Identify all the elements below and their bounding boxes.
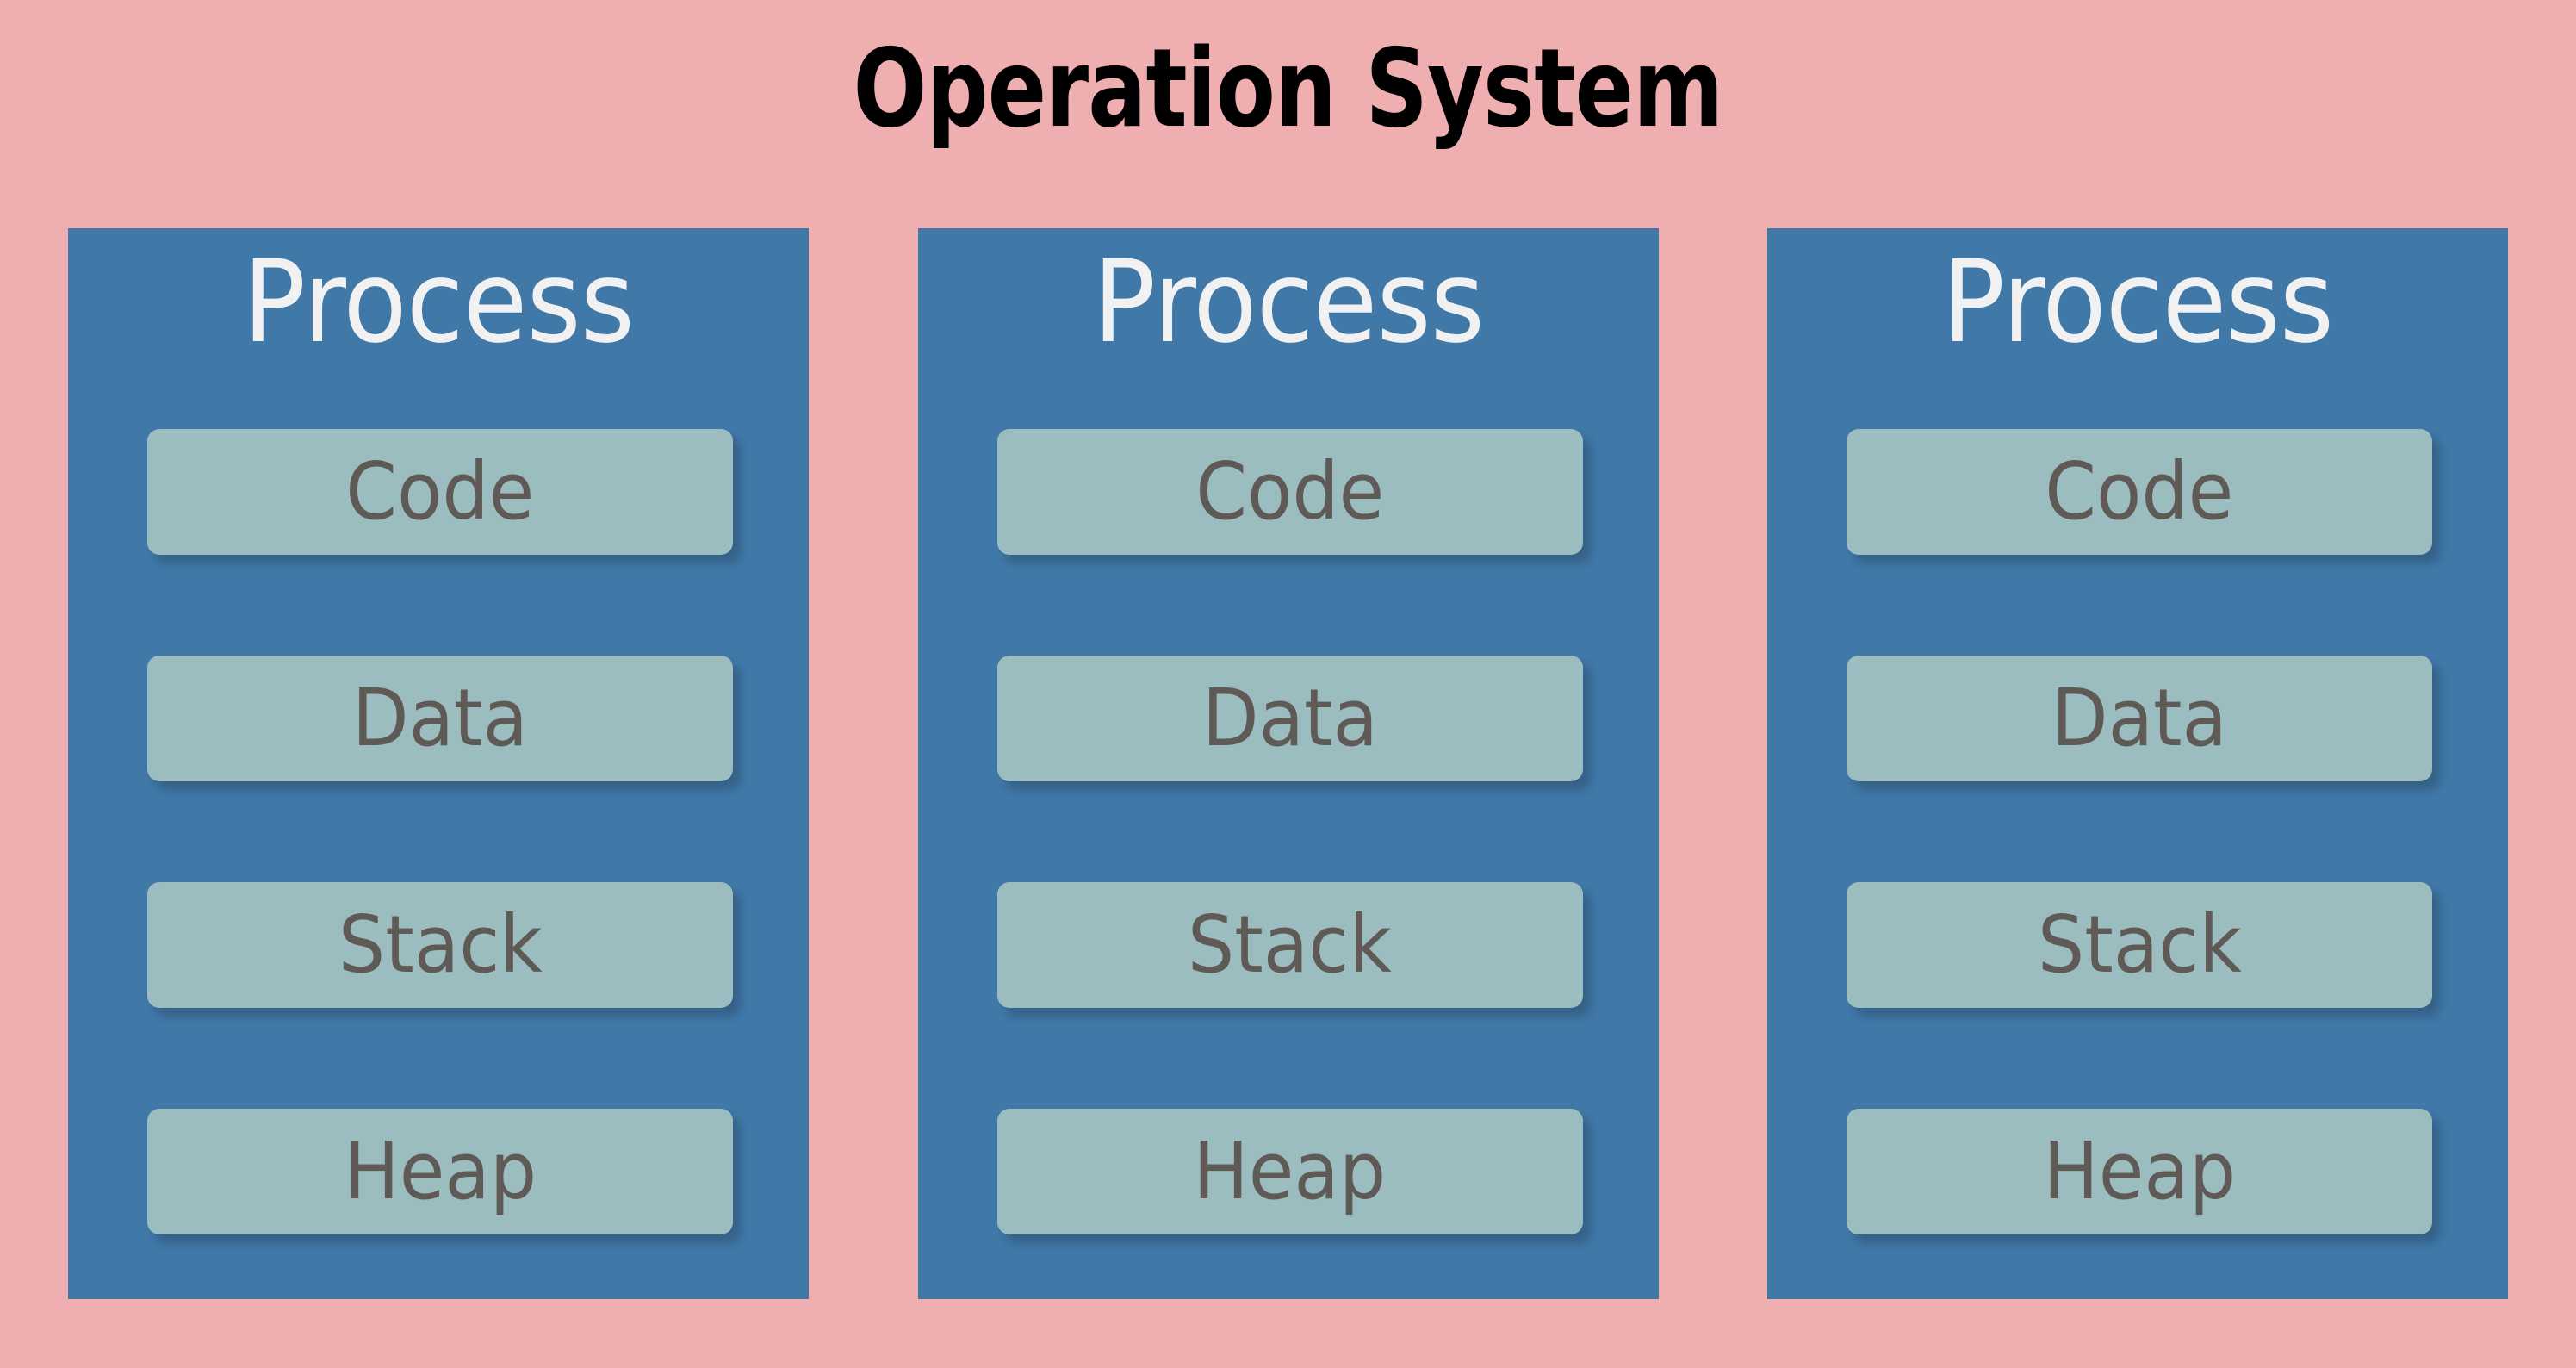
segment-label: Stack: [338, 899, 543, 991]
segment-code[interactable]: Code: [996, 429, 1583, 555]
segment-list: Code Data Stack Heap: [147, 429, 733, 1234]
segment-heap[interactable]: Heap: [147, 1109, 733, 1234]
segment-list: Code Data Stack Heap: [1847, 429, 2432, 1234]
segment-heap[interactable]: Heap: [996, 1109, 1583, 1234]
segment-stack[interactable]: Stack: [1847, 882, 2432, 1008]
process-title: Process: [1092, 236, 1484, 369]
segment-code[interactable]: Code: [147, 429, 733, 555]
segment-stack[interactable]: Stack: [996, 882, 1583, 1008]
segment-label: Heap: [1193, 1125, 1387, 1217]
process-title: Process: [242, 236, 635, 369]
segment-code[interactable]: Code: [1847, 429, 2432, 555]
segment-label: Stack: [2037, 899, 2242, 991]
segment-label: Heap: [2043, 1125, 2236, 1217]
segment-label: Heap: [344, 1125, 537, 1217]
segment-label: Data: [2051, 672, 2228, 764]
segment-label: Data: [351, 672, 529, 764]
segment-label: Code: [2045, 445, 2234, 538]
page-title: Operation System: [853, 25, 1724, 152]
segment-stack[interactable]: Stack: [147, 882, 733, 1008]
segment-heap[interactable]: Heap: [1847, 1109, 2432, 1234]
process-title: Process: [1941, 236, 2334, 369]
segment-label: Code: [1195, 445, 1385, 538]
process-row: Process Code Data Stack Heap Process: [68, 228, 2508, 1299]
segment-data[interactable]: Data: [996, 656, 1583, 781]
process-box-3[interactable]: Process Code Data Stack Heap: [1767, 228, 2508, 1299]
process-box-2[interactable]: Process Code Data Stack Heap: [917, 228, 1659, 1299]
segment-list: Code Data Stack Heap: [996, 429, 1583, 1234]
segment-data[interactable]: Data: [1847, 656, 2432, 781]
segment-data[interactable]: Data: [147, 656, 733, 781]
process-box-1[interactable]: Process Code Data Stack Heap: [68, 228, 809, 1299]
segment-label: Stack: [1188, 899, 1392, 991]
segment-label: Data: [1201, 672, 1378, 764]
segment-label: Code: [345, 445, 535, 538]
